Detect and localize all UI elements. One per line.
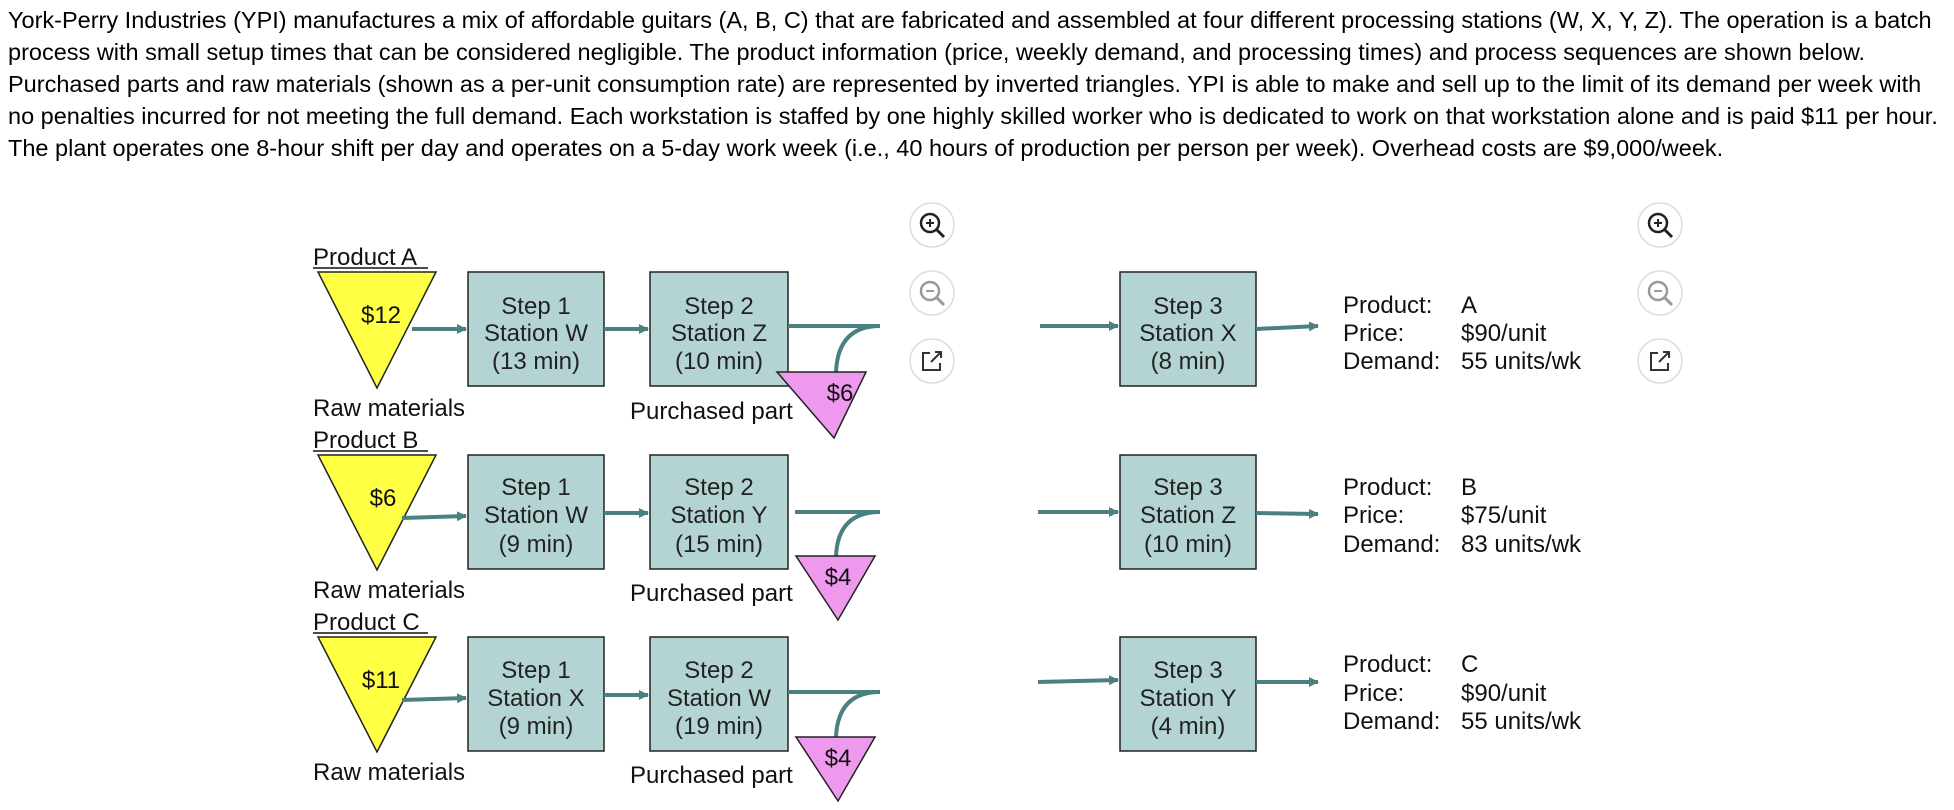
step-label: Step 2 bbox=[684, 474, 753, 501]
svg-text:Price:: Price: bbox=[1343, 320, 1404, 347]
product-name: B bbox=[1461, 474, 1477, 501]
time-label: (8 min) bbox=[1151, 348, 1226, 375]
product-name: C bbox=[1461, 651, 1478, 678]
time-label: (9 min) bbox=[499, 713, 574, 740]
zoom-in-icon[interactable] bbox=[1637, 202, 1683, 248]
time-label: (9 min) bbox=[499, 531, 574, 558]
station-label: Station Y bbox=[1140, 685, 1237, 712]
zoom-controls-left bbox=[909, 202, 955, 384]
product-name: A bbox=[1461, 292, 1477, 319]
step-label: Step 3 bbox=[1153, 474, 1222, 501]
product-title: Product B bbox=[313, 427, 418, 454]
product-demand: 83 units/wk bbox=[1461, 531, 1582, 558]
open-external-icon[interactable] bbox=[909, 338, 955, 384]
purchased-part-label: Purchased part bbox=[630, 580, 793, 607]
raw-materials-label: Raw materials bbox=[313, 759, 465, 786]
raw-material-cost: $11 bbox=[362, 667, 400, 694]
station-box bbox=[649, 636, 789, 752]
station-label: Station Z bbox=[1140, 502, 1236, 529]
purchased-part-cost: $4 bbox=[825, 745, 852, 772]
product-title: Product A bbox=[313, 244, 417, 271]
raw-material-cost: $6 bbox=[370, 485, 397, 512]
step-label: Step 1 bbox=[501, 657, 570, 684]
svg-text:Product:: Product: bbox=[1343, 651, 1432, 678]
station-label: Station Y bbox=[671, 502, 768, 529]
station-box bbox=[467, 271, 605, 387]
time-label: (15 min) bbox=[675, 531, 763, 558]
raw-material-triangle bbox=[316, 271, 438, 390]
product-b-flow: Product B $6 Raw materials Step 1 Statio… bbox=[313, 427, 1582, 622]
zoom-in-icon[interactable] bbox=[909, 202, 955, 248]
zoom-out-icon[interactable] bbox=[1637, 270, 1683, 316]
product-demand: 55 units/wk bbox=[1461, 348, 1582, 375]
svg-text:Demand:: Demand: bbox=[1343, 708, 1440, 735]
svg-text:Price:: Price: bbox=[1343, 680, 1404, 707]
product-price: $90/unit bbox=[1461, 680, 1547, 707]
product-price: $75/unit bbox=[1461, 502, 1547, 529]
product-c-flow: Product C $11 Raw materials Step 1 Stati… bbox=[313, 609, 1582, 803]
raw-materials-label: Raw materials bbox=[313, 395, 465, 422]
step-label: Step 1 bbox=[501, 293, 570, 320]
station-box bbox=[1119, 636, 1257, 752]
purchased-part-cost: $6 bbox=[827, 380, 854, 407]
time-label: (10 min) bbox=[675, 348, 763, 375]
svg-text:Demand:: Demand: bbox=[1343, 531, 1440, 558]
zoom-out-icon[interactable] bbox=[909, 270, 955, 316]
open-external-icon[interactable] bbox=[1637, 338, 1683, 384]
svg-text:Product:: Product: bbox=[1343, 474, 1432, 501]
station-box bbox=[649, 271, 789, 387]
step-label: Step 1 bbox=[501, 474, 570, 501]
step-label: Step 2 bbox=[684, 657, 753, 684]
station-box bbox=[467, 454, 605, 570]
purchased-part-label: Purchased part bbox=[630, 398, 793, 425]
raw-materials-label: Raw materials bbox=[313, 577, 465, 604]
purchased-part-triangle bbox=[794, 555, 877, 622]
product-price: $90/unit bbox=[1461, 320, 1547, 347]
purchased-part-triangle bbox=[775, 371, 868, 440]
station-label: Station W bbox=[484, 502, 588, 529]
purchased-part-triangle bbox=[794, 736, 877, 803]
station-label: Station X bbox=[1139, 320, 1236, 347]
zoom-controls-right bbox=[1637, 202, 1683, 384]
product-info: Product: A Price: $90/unit Demand: 55 un… bbox=[1343, 292, 1582, 375]
product-title: Product C bbox=[313, 609, 420, 636]
station-box bbox=[649, 454, 789, 570]
product-info: Product: B Price: $75/unit Demand: 83 un… bbox=[1343, 474, 1582, 558]
problem-statement: York-Perry Industries (YPI) manufactures… bbox=[8, 7, 1938, 161]
raw-material-triangle bbox=[316, 454, 438, 572]
station-box bbox=[467, 636, 605, 752]
step-label: Step 3 bbox=[1153, 293, 1222, 320]
station-label: Station W bbox=[484, 320, 588, 347]
svg-text:Demand:: Demand: bbox=[1343, 348, 1440, 375]
time-label: (13 min) bbox=[492, 348, 580, 375]
station-label: Station X bbox=[487, 685, 584, 712]
raw-material-cost: $12 bbox=[361, 302, 401, 329]
step-label: Step 2 bbox=[684, 293, 753, 320]
svg-text:Product:: Product: bbox=[1343, 292, 1432, 319]
product-demand: 55 units/wk bbox=[1461, 708, 1582, 735]
purchased-part-label: Purchased part bbox=[630, 762, 793, 789]
station-label: Station Z bbox=[671, 320, 767, 347]
purchased-part-cost: $4 bbox=[825, 564, 852, 591]
raw-material-triangle bbox=[316, 636, 438, 754]
station-label: Station W bbox=[667, 685, 771, 712]
time-label: (19 min) bbox=[675, 713, 763, 740]
time-label: (10 min) bbox=[1144, 531, 1232, 558]
station-box bbox=[1119, 271, 1257, 387]
product-a-flow: Product A $12 Raw materials Step 1 Stati… bbox=[313, 244, 1582, 440]
product-info: Product: C Price: $90/unit Demand: 55 un… bbox=[1343, 651, 1582, 735]
time-label: (4 min) bbox=[1151, 713, 1226, 740]
step-label: Step 3 bbox=[1153, 657, 1222, 684]
station-box bbox=[1119, 454, 1257, 570]
svg-text:Price:: Price: bbox=[1343, 502, 1404, 529]
